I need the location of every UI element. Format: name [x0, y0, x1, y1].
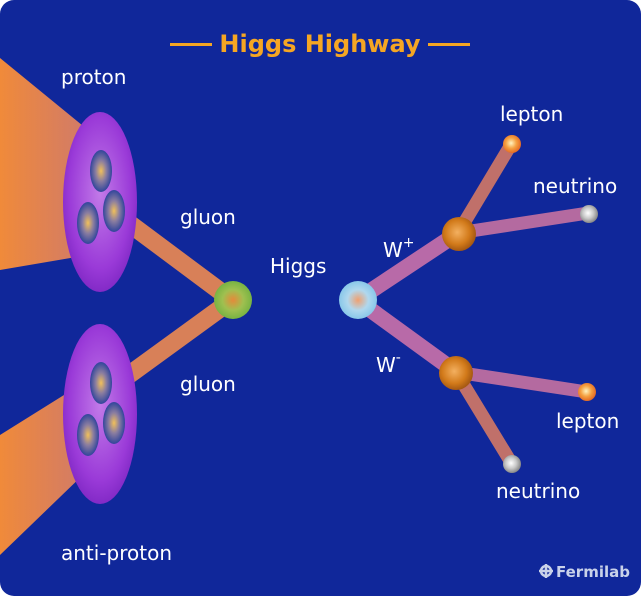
anti-proton-body: [63, 324, 137, 504]
fermilab-wordmark: Fermilab: [556, 563, 630, 581]
proton-body: [63, 112, 137, 292]
fermilab-logo: Fermilab: [539, 563, 630, 581]
higgs-vertex: [339, 281, 377, 319]
proton: [63, 112, 137, 292]
lepton-bottom-path: [449, 365, 594, 399]
neutrino-label-top: neutrino: [533, 174, 617, 198]
lepton-particle-top: [503, 135, 521, 153]
w-minus-label-sup: -: [396, 350, 401, 366]
antiquark: [77, 414, 99, 456]
higgs-label: Higgs: [270, 254, 326, 278]
fermilab-icon: [539, 564, 553, 578]
neutrino-bottom-path: [449, 365, 519, 471]
anti-proton-label: anti-proton: [61, 541, 172, 565]
lepton-label-bottom: lepton: [556, 409, 619, 433]
w-minus-vertex: [439, 356, 473, 390]
title: Higgs Highway: [219, 30, 421, 58]
title-left-bar: [170, 43, 212, 46]
gluon-path-top: [113, 209, 241, 309]
proton-label: proton: [61, 65, 126, 89]
anti-proton: [63, 324, 137, 504]
neutrino-label-bottom: neutrino: [496, 479, 580, 503]
title-group: Higgs Highway: [170, 30, 470, 58]
w-plus-label: W+: [383, 235, 415, 262]
w-plus-path: [349, 225, 466, 308]
neutrino-particle-top: [580, 205, 598, 223]
gluon-label-top: gluon: [180, 205, 236, 229]
quark: [90, 150, 112, 192]
lepton-label-top: lepton: [500, 102, 563, 126]
w-minus-label: W-: [376, 350, 401, 377]
antiquark: [90, 362, 112, 404]
w-plus-vertex: [442, 217, 476, 251]
quark: [103, 190, 125, 232]
gluon-fusion-vertex: [214, 281, 252, 319]
neutrino-particle-bottom: [503, 455, 521, 473]
antiquark: [103, 402, 125, 444]
w-plus-label-sup: +: [403, 235, 415, 251]
title-right-bar: [428, 43, 470, 46]
w-plus-label-base: W: [383, 238, 403, 262]
gluon-path-bottom: [113, 291, 241, 389]
quark: [77, 202, 99, 244]
lepton-top-path: [451, 136, 519, 240]
gluon-label-bottom: gluon: [180, 372, 236, 396]
w-minus-path: [349, 292, 464, 380]
lepton-particle-bottom: [578, 383, 596, 401]
neutrino-top-path: [451, 206, 595, 240]
w-minus-label-base: W: [376, 353, 396, 377]
